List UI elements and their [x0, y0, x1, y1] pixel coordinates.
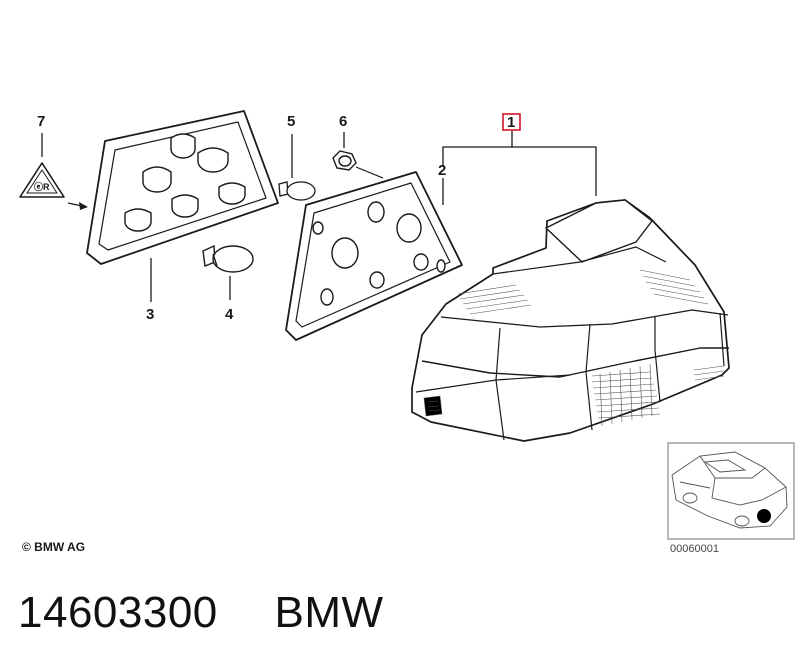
callout-1-highlight — [502, 113, 521, 131]
svg-text:ⓔR: ⓔR — [34, 181, 50, 192]
brand-name: BMW — [274, 588, 384, 637]
gasket — [285, 171, 463, 341]
leader-1 — [442, 131, 597, 196]
footer: 14603300 BMW — [18, 588, 384, 638]
callout-2: 2 — [438, 162, 446, 179]
tail-lamp — [411, 199, 730, 442]
callout-6: 6 — [339, 113, 347, 130]
callout-3: 3 — [146, 306, 154, 323]
small-bulb-icon — [278, 181, 316, 201]
callout-7: 7 — [37, 113, 45, 130]
car-locator-inset — [667, 442, 795, 540]
inset-id: 00060001 — [670, 543, 719, 555]
warning-label-icon: ⓔR — [19, 162, 65, 198]
callout-1: 1 — [507, 114, 515, 131]
copyright-text: © BMW AG — [22, 540, 86, 554]
bulb-icon — [202, 244, 254, 273]
arrow-7 — [67, 202, 88, 210]
part-number: 14603300 — [18, 588, 218, 637]
bulb-carrier — [86, 110, 279, 265]
callout-5: 5 — [287, 113, 295, 130]
grommet-icon — [332, 150, 357, 171]
leader-6b — [355, 166, 384, 179]
callout-4: 4 — [225, 306, 234, 323]
